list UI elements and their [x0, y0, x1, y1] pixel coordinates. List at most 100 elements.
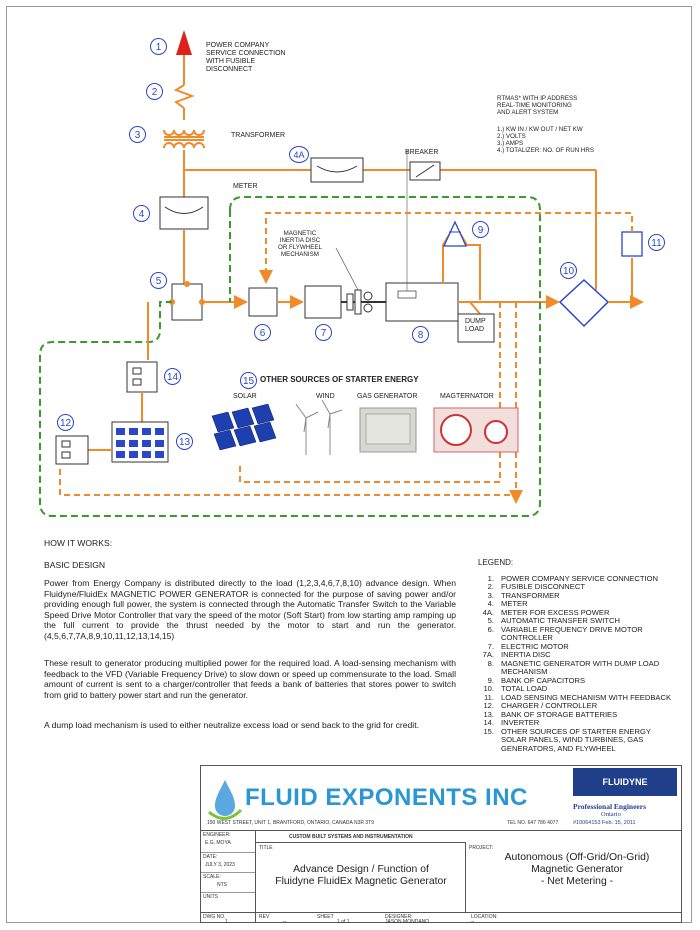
- transformer-icon: [163, 129, 205, 149]
- load-sensor: [621, 231, 643, 257]
- drawing-title: Advance Design / Function of Fluidyne Fl…: [275, 864, 447, 887]
- legend-title: LEGEND:: [478, 558, 514, 567]
- legend-key: 14.: [483, 718, 494, 727]
- magternator-icon: [433, 407, 519, 453]
- legend-item: 12. CHARGER / CONTROLLER: [478, 701, 678, 711]
- legend-text: INVERTER: [501, 718, 540, 727]
- legend-key: 13.: [483, 709, 494, 719]
- legend-text: TOTAL LOAD: [501, 684, 548, 693]
- legend-item: 15. OTHER SOURCES OF STARTER ENERGY SOLAR…: [478, 726, 678, 754]
- marker-12: 12: [57, 414, 74, 431]
- legend-key: 4A.: [482, 607, 494, 617]
- rev-label: REV: [259, 914, 270, 920]
- date-value: JULY 3, 2023: [205, 862, 235, 868]
- legend-text: BANK OF CAPACITORS: [501, 675, 586, 685]
- meter-4a: [310, 157, 364, 183]
- engineer-label: ENGINEER:: [203, 832, 231, 838]
- legend-text: MAGNETIC GENERATOR WITH DUMP LOAD MECHAN…: [501, 658, 660, 676]
- title-block: FLUID EXPONENTS INC 190 WEST STREET, UNI…: [200, 765, 682, 925]
- pe-sub: Ontario: [601, 811, 621, 818]
- designer-label: DESIGNER:: [385, 914, 413, 920]
- engineer-value: E.G. MOYA: [205, 840, 231, 846]
- marker-9: 9: [472, 221, 489, 238]
- sheet-value: 1 of 1: [337, 919, 350, 925]
- legend-item: 13. BANK OF STORAGE BATTERIES: [478, 709, 678, 720]
- legend-key: 9.: [487, 675, 494, 685]
- legend-item: 8.MAGNETIC GENERATOR WITH DUMP LOAD MECH…: [478, 658, 678, 677]
- other-sources-label: OTHER SOURCES OF STARTER ENERGY: [260, 375, 419, 384]
- custom-systems-label: CUSTOM BUILT SYSTEMS AND INSTRUMENTATION: [289, 834, 413, 840]
- legend-item: 4A.METER FOR EXCESS POWER: [478, 607, 678, 618]
- marker-14: 14: [164, 368, 181, 385]
- legend-item: 14. INVERTER: [478, 718, 678, 728]
- marker-1: 1: [150, 38, 167, 55]
- dump-load-label: DUMP LOAD: [465, 318, 486, 333]
- legend-item: 5.AUTOMATIC TRANSFER SWITCH: [478, 616, 678, 626]
- magternator-label: MAGTERNATOR: [440, 393, 494, 400]
- legend-key: 12.: [483, 701, 494, 710]
- marker-4a: 4A: [289, 146, 309, 163]
- legend-key: 2.: [487, 582, 494, 591]
- legend-text: ELECTRIC MOTOR: [501, 641, 569, 651]
- marker-11: 11: [648, 234, 665, 251]
- location-value: --: [471, 919, 475, 925]
- legend-text: INERTIA DISC: [501, 650, 551, 659]
- how-paragraph-2: These result to generator producing mult…: [44, 658, 456, 700]
- breaker-label: BREAKER: [405, 149, 439, 156]
- company-address: 190 WEST STREET, UNIT 1, BRANTFORD, ONTA…: [207, 820, 374, 826]
- pe-label: Professional Engineers: [573, 802, 646, 811]
- marker-5: 5: [150, 272, 167, 289]
- power-company-label: POWER COMPANY SERVICE CONNECTION WITH FU…: [206, 42, 286, 73]
- date-label: DATE:: [203, 854, 218, 860]
- charger-controller: [55, 435, 89, 465]
- legend-text: CHARGER / CONTROLLER: [501, 701, 598, 710]
- legend-key: 6.: [487, 624, 494, 634]
- rev-value: --: [283, 919, 287, 925]
- magnetic-generator: [385, 282, 459, 322]
- solar-label: SOLAR: [233, 393, 257, 400]
- legend-item: 11.LOAD SENSING MECHANISM WITH FEEDBACK: [478, 692, 678, 703]
- legend-item: 2.FUSIBLE DISCONNECT: [478, 582, 678, 592]
- legend-key: 4.: [487, 599, 494, 608]
- scale-label: SCALE:: [203, 874, 221, 880]
- designer-value: JASON MONDANO: [385, 919, 430, 925]
- dump-load: [457, 313, 495, 343]
- legend-key: 11.: [484, 692, 494, 702]
- how-it-works-title: HOW IT WORKS:: [44, 538, 113, 548]
- rtmas-label: RTMAS* WITH IP ADDRESS REAL-TIME MONITOR…: [497, 95, 578, 116]
- marker-2: 2: [146, 83, 163, 100]
- marker-13: 13: [176, 433, 193, 450]
- marker-3: 3: [129, 126, 146, 143]
- marker-6: 6: [254, 324, 271, 341]
- how-paragraph-1: Power from Energy Company is distributed…: [44, 578, 456, 641]
- fluidyne-brand: FLUIDYNE: [573, 768, 677, 796]
- legend-item: 4.METER: [478, 599, 678, 609]
- project-label: PROJECT:: [469, 845, 494, 851]
- legend-text: BANK OF STORAGE BATTERIES: [501, 709, 618, 719]
- basic-design-title: BASIC DESIGN: [44, 560, 106, 570]
- gas-generator-icon: [359, 407, 417, 453]
- dwg-value: 1: [225, 919, 228, 925]
- capacitor-bank: [442, 220, 468, 247]
- project-title: Autonomous (Off-Grid/On-Grid) Magnetic G…: [504, 852, 650, 887]
- legend-item: 6.VARIABLE FREQUENCY DRIVE MOTOR CONTROL…: [478, 624, 678, 643]
- vfd-controller: [248, 287, 278, 317]
- marker-4: 4: [133, 205, 150, 222]
- schematic-diagram: [39, 30, 644, 517]
- logo-drop-icon: [208, 780, 243, 820]
- inverter: [126, 361, 158, 393]
- meter-label: METER: [233, 183, 258, 190]
- pe-stamp: #10064153 Feb. 15, 2011: [573, 820, 636, 826]
- how-paragraph-3: A dump load mechanism is used to either …: [44, 720, 419, 730]
- rtmas-items: 1.) KW IN / KW OUT / NET KW 2.) VOLTS 3.…: [497, 126, 594, 154]
- fuse-icon: [173, 84, 195, 109]
- legend-text: OTHER SOURCES OF STARTER ENERGY SOLAR PA…: [501, 726, 651, 753]
- automatic-transfer-switch: [171, 283, 203, 321]
- marker-8: 8: [412, 326, 429, 343]
- service-arrow-icon: [176, 30, 192, 55]
- legend-key: 15.: [483, 726, 494, 736]
- sheet-label: SHEET: [317, 914, 334, 920]
- transformer-label: TRANSFORMER: [231, 132, 286, 139]
- wind-label: WIND: [316, 393, 335, 400]
- solar-panels-icon: [211, 403, 277, 451]
